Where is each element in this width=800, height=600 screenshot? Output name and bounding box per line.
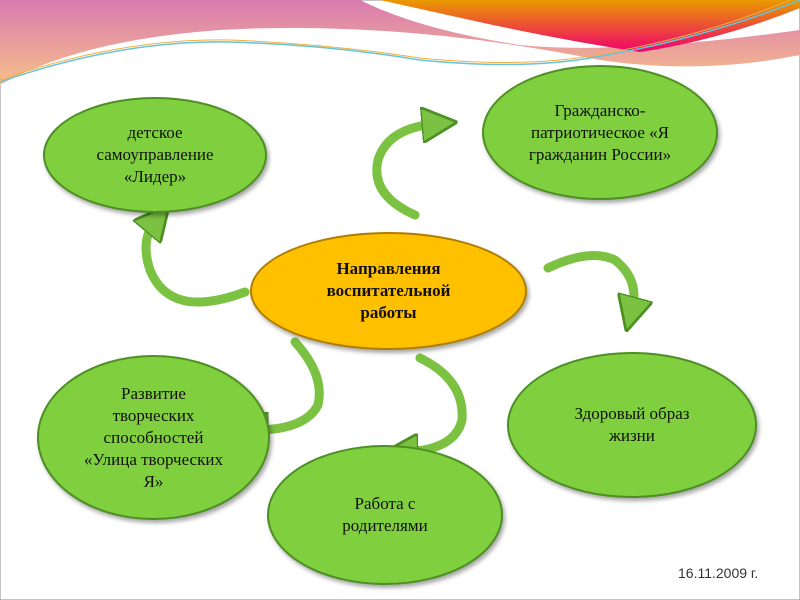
node-parents: Работа с родителями — [267, 445, 503, 585]
slide-date: 16.11.2009 г. — [678, 565, 759, 581]
node-leader-label: детское самоуправление «Лидер» — [96, 123, 214, 186]
arrow-to-health — [543, 251, 634, 311]
node-parents-label: Работа с родителями — [342, 494, 428, 535]
arrow-to-parents — [405, 353, 467, 452]
node-creative-label: Развитие творческих способностей «Улица … — [84, 383, 223, 491]
node-patriotic-label: Гражданско-патриотическое «Я гражданин Р… — [528, 100, 672, 164]
orange-line — [0, 0, 791, 81]
arrow-to-leader — [146, 222, 250, 307]
node-health-label: Здоровый образ жизни — [574, 404, 690, 445]
node-health: Здоровый образ жизни — [507, 352, 757, 498]
orange-wave — [380, 0, 800, 52]
center-label: Направления воспитательной работы — [326, 259, 451, 322]
node-creative: Развитие творческих способностей «Улица … — [37, 355, 270, 520]
blue-line — [0, 0, 800, 83]
node-patriotic: Гражданско-патриотическое «Я гражданин Р… — [482, 65, 718, 200]
arrow-to-creative — [255, 337, 324, 430]
pink-wave — [0, 0, 800, 85]
node-leader: детское самоуправление «Лидер» — [43, 97, 267, 213]
arrows — [146, 124, 634, 452]
node-center: Направления воспитательной работы — [250, 232, 527, 350]
arrow-to-patriotic — [372, 124, 435, 220]
